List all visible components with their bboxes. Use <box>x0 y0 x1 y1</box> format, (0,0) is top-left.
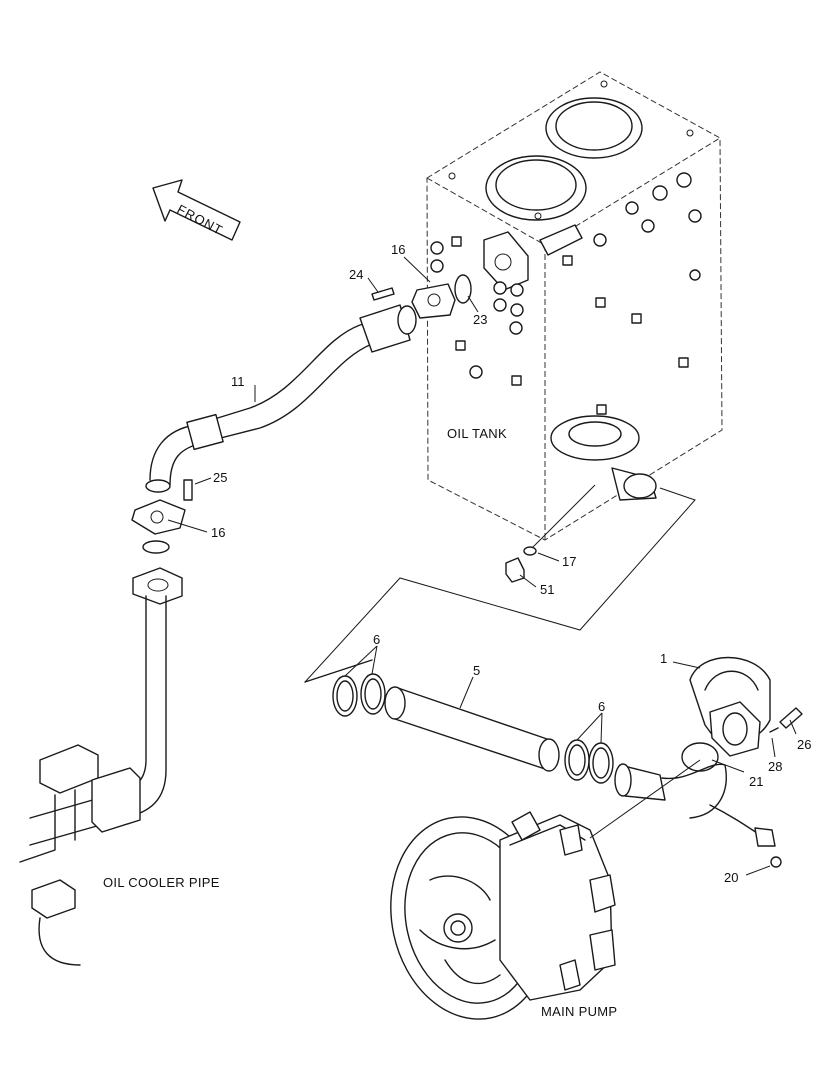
main-pump: MAIN PUMP <box>390 759 701 1020</box>
suction-hose-kit <box>304 659 614 784</box>
pump-inlet-elbow <box>614 656 803 868</box>
callout-6-right: 6 <box>598 699 605 714</box>
callout-51: 51 <box>540 582 554 597</box>
callout-1: 1 <box>660 651 667 666</box>
callout-11: 11 <box>231 374 245 389</box>
oil-cooler-pipe-label: OIL COOLER PIPE <box>103 875 220 890</box>
return-hose-assembly <box>131 274 472 554</box>
callout-5: 5 <box>473 663 480 678</box>
main-pump-label: MAIN PUMP <box>541 1004 617 1019</box>
callout-numbers: 16 24 23 11 25 16 17 51 6 5 1 6 26 28 21… <box>211 242 811 885</box>
callout-28: 28 <box>768 759 782 774</box>
drain-plug <box>505 546 537 583</box>
callout-21: 21 <box>749 774 763 789</box>
oil-cooler-pipe: OIL COOLER PIPE <box>19 567 220 966</box>
callout-6-left: 6 <box>373 632 380 647</box>
callout-23: 23 <box>473 312 487 327</box>
front-direction-arrow: FRONT <box>152 179 241 241</box>
callout-26: 26 <box>797 737 811 752</box>
callout-24: 24 <box>349 267 363 282</box>
callout-17: 17 <box>562 554 576 569</box>
callout-16-lower: 16 <box>211 525 225 540</box>
leader-lines <box>167 256 797 876</box>
oil-tank: OIL TANK <box>426 71 723 541</box>
oil-tank-label: OIL TANK <box>447 426 507 441</box>
callout-20: 20 <box>724 870 738 885</box>
callout-16-upper: 16 <box>391 242 405 257</box>
callout-25: 25 <box>213 470 227 485</box>
